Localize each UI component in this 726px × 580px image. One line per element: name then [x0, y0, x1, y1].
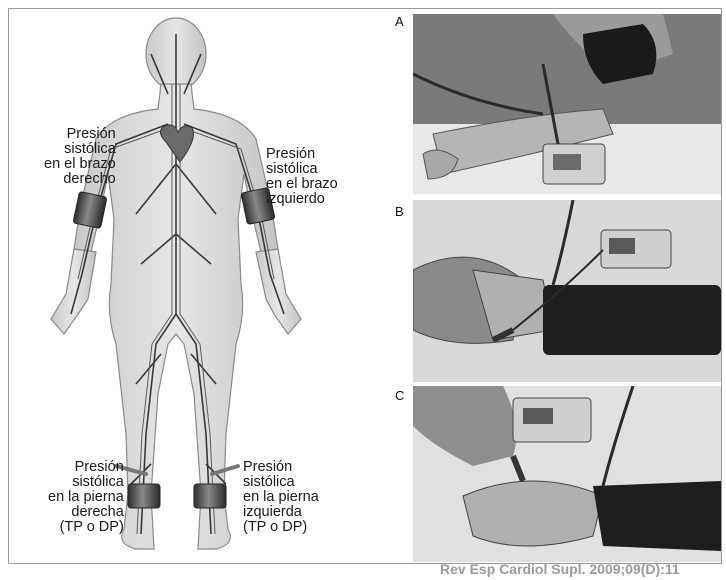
photo-c-foot-measurement	[413, 386, 721, 562]
photo-letter-b: B	[395, 204, 404, 219]
label-left-arm: Presión sistólica en el brazo izquierdo	[266, 147, 338, 207]
citation-text: Rev Esp Cardiol Supl. 2009;09(D):11	[440, 561, 680, 577]
label-left-leg: Presión sistólica en la pierna izquierda…	[243, 460, 319, 535]
label-right-leg: Presión sistólica en la pierna derecha (…	[48, 460, 124, 535]
cuff-right-leg	[128, 484, 160, 508]
photo-letter-c: C	[395, 388, 404, 403]
photo-b-ankle-measurement	[413, 200, 721, 382]
photo-a-arm-measurement	[413, 14, 721, 194]
photo-letter-a: A	[395, 14, 404, 29]
label-right-arm: Presión sistólica en el brazo derecho	[44, 127, 116, 187]
cuff-left-leg	[194, 484, 226, 508]
cuff-right-arm	[73, 191, 107, 228]
